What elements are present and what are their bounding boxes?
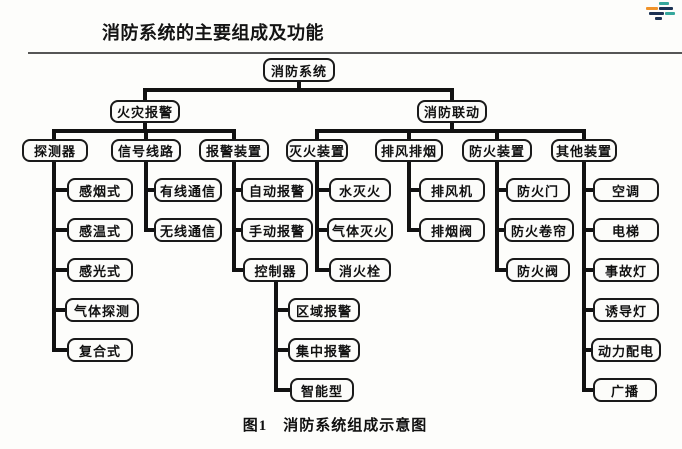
connector-line — [315, 228, 329, 232]
node-composite-type: 复合式 — [67, 338, 133, 362]
connector-line — [495, 129, 499, 139]
node-hydrant: 消火栓 — [329, 258, 391, 282]
figure-caption: 图1 消防系统组成示意图 — [242, 418, 428, 434]
connector-line — [495, 188, 508, 192]
connector-line — [52, 308, 67, 312]
connector-line — [407, 162, 411, 232]
connector-line — [495, 268, 508, 272]
page-title: 消防系统的主要组成及功能 — [102, 23, 324, 43]
node-aircon: 空调 — [593, 178, 659, 202]
connector-line — [582, 268, 595, 272]
connector-line — [582, 188, 595, 192]
logo-bar-teal — [665, 12, 675, 15]
connector-line — [315, 129, 586, 133]
connector-line — [407, 228, 421, 232]
connector-line — [232, 228, 243, 232]
logo-bar-orange — [646, 7, 658, 10]
node-zone-alarm: 区域报警 — [288, 298, 360, 322]
connector-line — [315, 129, 319, 139]
node-fire-alarm: 火灾报警 — [110, 100, 180, 123]
node-wireless-comm: 无线通信 — [154, 218, 222, 242]
node-intelligent: 智能型 — [290, 378, 354, 402]
node-detector: 探测器 — [22, 139, 88, 162]
node-fire-damper: 防火阀 — [506, 258, 570, 282]
connector-line — [143, 123, 147, 131]
node-exhaust-fan: 排风机 — [419, 178, 485, 202]
node-smoke-type: 感烟式 — [67, 178, 133, 202]
node-gas-detect: 气体探测 — [65, 298, 139, 322]
connector-line — [274, 282, 278, 392]
connector-line — [274, 388, 292, 392]
connector-line — [232, 162, 236, 272]
connector-line — [495, 162, 499, 272]
connector-line — [450, 88, 454, 100]
node-fire-linkage: 消防联动 — [417, 100, 487, 123]
node-manual-alarm: 手动报警 — [241, 218, 313, 242]
node-exhaust-smoke: 排风排烟 — [375, 139, 443, 162]
connector-line — [315, 268, 331, 272]
connector-line — [52, 188, 69, 192]
node-auto-alarm: 自动报警 — [241, 178, 313, 202]
node-alarm-device: 报警装置 — [199, 139, 269, 162]
connector-line — [315, 162, 319, 272]
connector-line — [274, 308, 290, 312]
node-fire-shutter: 防火卷帘 — [504, 218, 574, 242]
logo-bar-navy — [655, 17, 662, 20]
connector-line — [407, 129, 411, 139]
connector-line — [315, 188, 331, 192]
connector-line — [143, 88, 454, 92]
connector-line — [52, 348, 69, 352]
title-divider — [28, 52, 682, 54]
connector-line — [582, 162, 586, 392]
connector-line — [582, 308, 595, 312]
node-guide-light: 诱导灯 — [593, 298, 659, 322]
connector-line — [144, 228, 156, 232]
node-power-dist: 动力配电 — [591, 338, 661, 362]
node-elevator: 电梯 — [593, 218, 659, 242]
connector-line — [232, 268, 245, 272]
connector-line — [582, 348, 593, 352]
node-ext-device: 灭火装置 — [286, 139, 348, 162]
connector-line — [144, 131, 148, 139]
connector-line — [52, 228, 69, 232]
node-broadcast: 广播 — [593, 378, 657, 402]
node-signal-line: 信号线路 — [111, 139, 181, 162]
connector-line — [582, 129, 586, 139]
connector-line — [495, 228, 506, 232]
node-other-device: 其他装置 — [551, 139, 617, 162]
connector-line — [232, 188, 243, 192]
connector-line — [52, 268, 69, 272]
connector-line — [144, 188, 156, 192]
node-fire-door: 防火门 — [506, 178, 570, 202]
connector-line — [143, 88, 147, 100]
connector-line — [52, 162, 56, 352]
connector-line — [450, 123, 454, 131]
connector-line — [407, 188, 421, 192]
connector-line — [232, 129, 236, 139]
brand-logo — [643, 0, 682, 26]
node-temp-type: 感温式 — [67, 218, 133, 242]
node-controller: 控制器 — [243, 258, 308, 282]
node-root: 消防系统 — [263, 58, 335, 82]
node-smoke-valve: 排烟阀 — [419, 218, 485, 242]
logo-bar-navy — [659, 7, 673, 10]
connector-line — [297, 82, 301, 90]
logo-bar-navy — [649, 12, 664, 15]
connector-line — [582, 228, 595, 232]
logo-bar-teal — [659, 2, 669, 5]
node-water-ext: 水灭火 — [329, 178, 391, 202]
node-light-type: 感光式 — [67, 258, 133, 282]
connector-line — [582, 388, 595, 392]
node-fireproof-device: 防火装置 — [462, 139, 532, 162]
node-wired-comm: 有线通信 — [154, 178, 222, 202]
connector-line — [144, 162, 148, 232]
connector-line — [274, 348, 290, 352]
connector-line — [52, 129, 56, 139]
node-emergency-light: 事故灯 — [593, 258, 659, 282]
node-gas-ext: 气体灭火 — [327, 218, 393, 242]
node-central-alarm: 集中报警 — [288, 338, 360, 362]
